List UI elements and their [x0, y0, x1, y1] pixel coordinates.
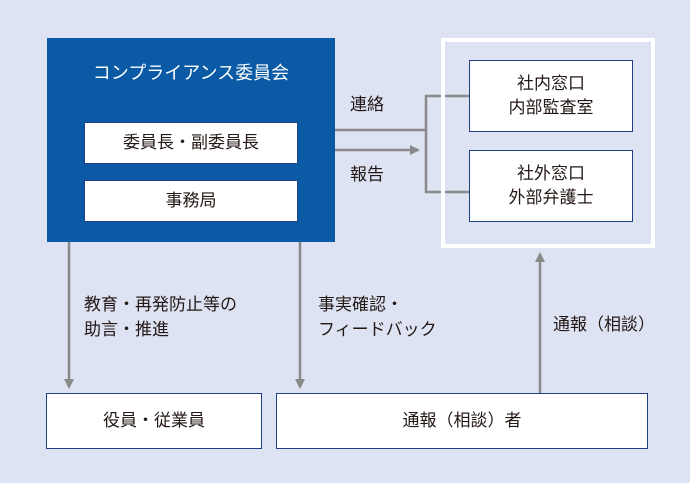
- fact-check-label-line2: フィードバック: [318, 320, 437, 340]
- whistleblow-label: 通報（相談）: [553, 315, 655, 335]
- chair-box: 委員長・副委員長: [84, 122, 298, 164]
- internal-contact-box: 社内窓口 内部監査室: [469, 60, 633, 132]
- staff-box: 役員・従業員: [46, 393, 262, 449]
- contact-windows-frame: [441, 38, 655, 248]
- external-contact-line1: 社外窓口: [517, 164, 585, 184]
- education-label-line1: 教育・再発防止等の: [84, 295, 237, 315]
- fact-check-label-line1: 事実確認・: [318, 295, 403, 315]
- staff-label: 役員・従業員: [103, 411, 205, 431]
- contact-bracket: [424, 94, 469, 194]
- contact-label: 連絡: [350, 95, 384, 115]
- reporter-label: 通報（相談）者: [402, 411, 522, 431]
- internal-contact-line1: 社内窓口: [517, 74, 585, 94]
- reporter-box: 通報（相談）者: [276, 393, 648, 449]
- chair-label: 委員長・副委員長: [123, 133, 259, 153]
- secretariat-label: 事務局: [165, 191, 217, 211]
- secretariat-box: 事務局: [84, 180, 298, 222]
- external-contact-line2: 外部弁護士: [508, 188, 594, 208]
- report-label: 報告: [350, 165, 384, 185]
- committee-title: コンプライアンス委員会: [92, 63, 290, 84]
- education-label-line2: 助言・推進: [84, 320, 169, 340]
- internal-contact-line2: 内部監査室: [508, 98, 594, 118]
- external-contact-box: 社外窓口 外部弁護士: [469, 150, 633, 222]
